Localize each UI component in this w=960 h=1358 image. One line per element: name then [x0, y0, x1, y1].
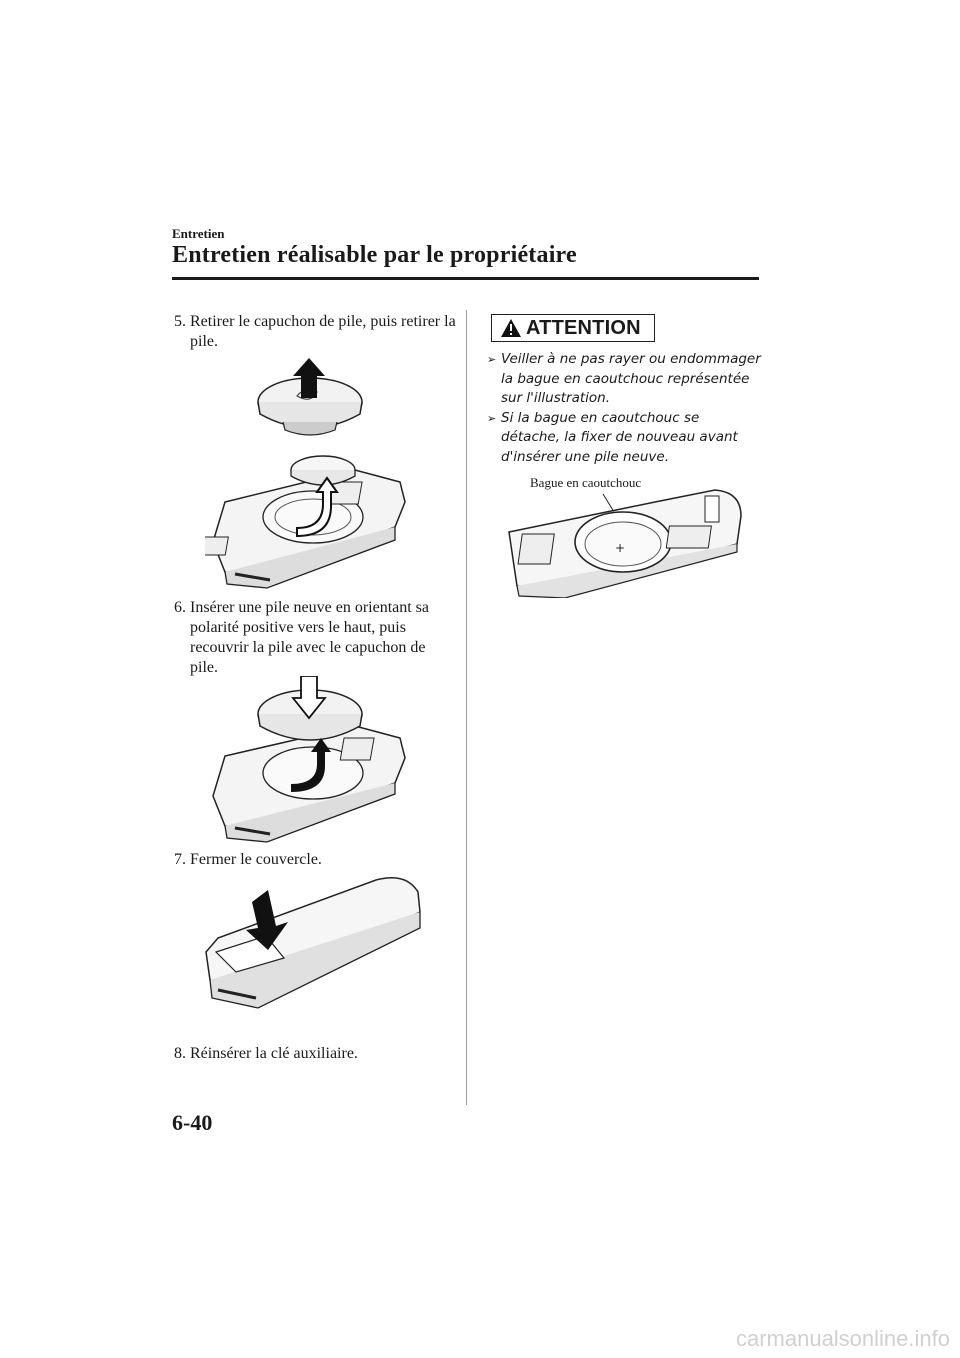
section-label: Entretien [172, 226, 225, 241]
step-8: 8. Réinsérer la clé auxiliaire. [174, 1044, 456, 1064]
svg-text:+: + [615, 541, 625, 555]
attention-bullets: ➢ Veiller à ne pas rayer ou endommager l… [487, 350, 762, 467]
step-text: Insérer une pile neuve en orientant sa p… [190, 599, 430, 676]
remove-battery-illustration [205, 358, 406, 589]
bullet-arrow-icon: ➢ [487, 411, 497, 425]
watermark: carmanualsonline.info [735, 1326, 950, 1351]
bullet-text: Si la bague en caoutchouc se détache, la… [501, 409, 738, 465]
step-text: Réinsérer la clé auxiliaire. [190, 1045, 358, 1062]
step-number: 5. [174, 313, 186, 330]
step-5: 5. Retirer le capuchon de pile, puis ret… [174, 312, 456, 352]
step-number: 6. [174, 599, 186, 616]
title-rule [172, 277, 759, 280]
bullet-arrow-icon: ➢ [487, 353, 497, 366]
attention-banner: ATTENTION [491, 314, 655, 342]
close-cover-illustration [205, 877, 421, 1009]
bullet-text: Veiller à ne pas rayer ou endommager la … [501, 351, 761, 406]
page-number: 6-40 [172, 1110, 213, 1135]
attention-label: ATTENTION [526, 317, 641, 339]
step-text: Retirer le capuchon de pile, puis retire… [190, 313, 456, 350]
step-text: Fermer le couvercle. [190, 851, 322, 868]
step-number: 7. [174, 851, 186, 868]
step-number: 8. [174, 1045, 186, 1062]
column-divider [466, 310, 467, 1105]
insert-battery-illustration [212, 676, 406, 843]
figure-callout-label: Bague en caoutchouc [530, 475, 642, 490]
attention-bullet: ➢ Veiller à ne pas rayer ou endommager l… [487, 350, 762, 409]
step-6: 6. Insérer une pile neuve en orientant s… [174, 598, 456, 678]
step-7: 7. Fermer le couvercle. [174, 850, 456, 870]
attention-bullet: ➢ Si la bague en caoutchouc se détache, … [487, 409, 762, 468]
page-title: Entretien réalisable par le propriétaire [172, 242, 577, 268]
rubber-ring-illustration: + [508, 489, 742, 598]
warning-triangle-icon [501, 319, 521, 337]
